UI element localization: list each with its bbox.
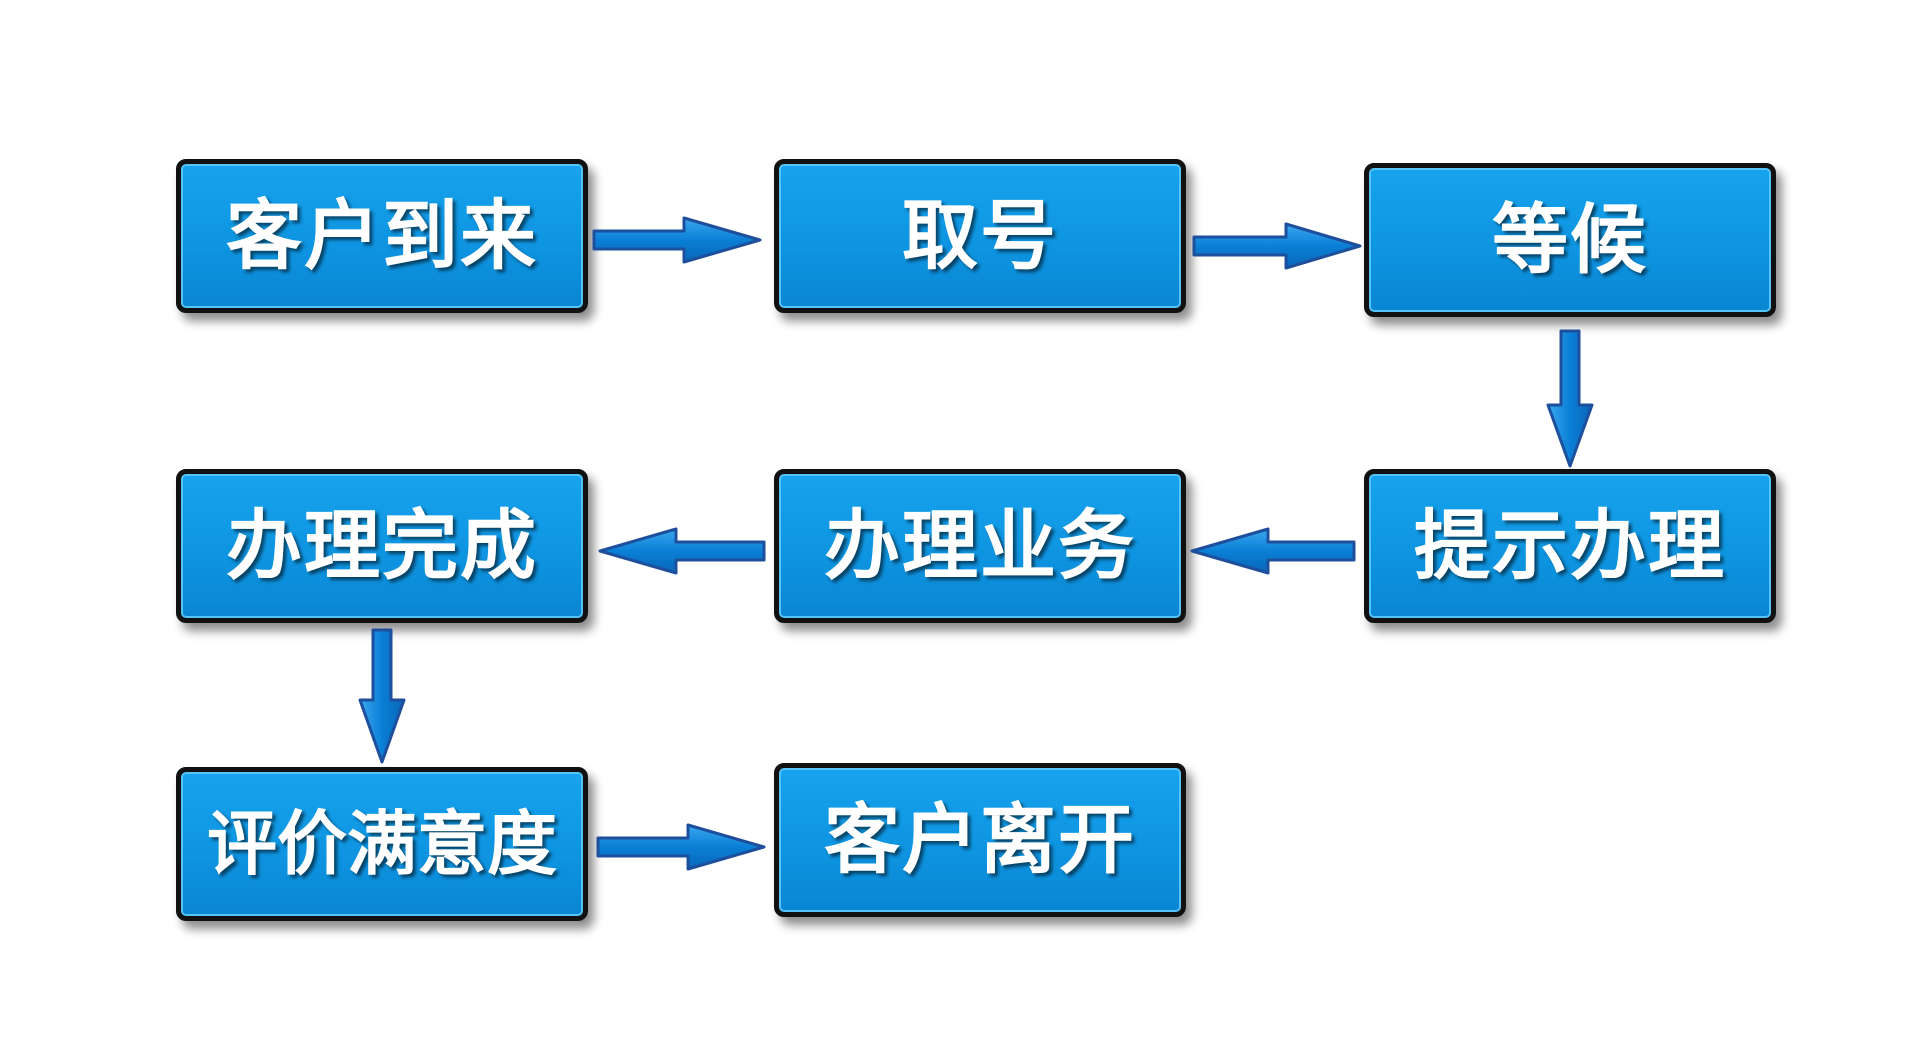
arrow-down-icon <box>358 628 406 764</box>
node-service-complete-label: 办理完成 <box>226 501 538 590</box>
node-handle-business-label: 办理业务 <box>824 501 1136 590</box>
node-rate-satisfaction-label: 评价满意度 <box>207 803 557 885</box>
arrow-right-icon <box>592 216 762 264</box>
node-rate-satisfaction: 评价满意度 <box>176 767 588 921</box>
arrow-left-icon <box>598 527 766 575</box>
node-customer-leaves-label: 客户离开 <box>824 795 1136 884</box>
node-take-number: 取号 <box>774 159 1186 313</box>
node-wait-label: 等候 <box>1492 195 1648 284</box>
node-prompt-service-label: 提示办理 <box>1414 501 1726 590</box>
arrow-down-icon <box>1546 329 1594 468</box>
node-wait: 等候 <box>1364 163 1776 317</box>
node-service-complete: 办理完成 <box>176 469 588 623</box>
arrow-right-icon <box>1192 222 1362 270</box>
arrow-left-icon <box>1190 527 1356 575</box>
node-prompt-service: 提示办理 <box>1364 469 1776 623</box>
node-handle-business: 办理业务 <box>774 469 1186 623</box>
arrow-right-icon <box>596 823 766 871</box>
node-take-number-label: 取号 <box>902 191 1058 280</box>
node-customer-arrives: 客户到来 <box>176 159 588 313</box>
node-customer-leaves: 客户离开 <box>774 763 1186 917</box>
node-customer-arrives-label: 客户到来 <box>226 191 538 280</box>
